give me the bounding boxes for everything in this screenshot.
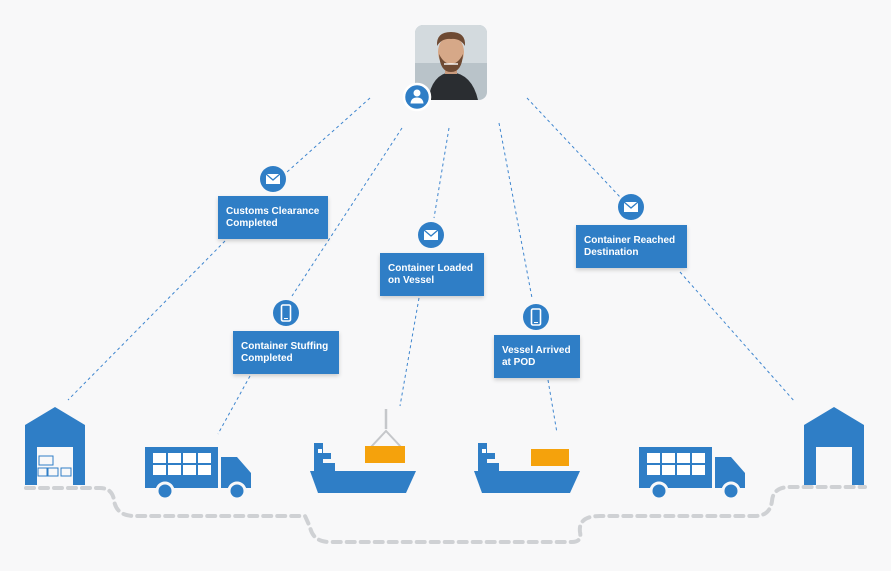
- notification-line: Completed: [226, 218, 278, 229]
- origin-warehouse-icon: [25, 407, 85, 485]
- notification-line: on Vessel: [388, 275, 435, 286]
- avatar: [415, 25, 487, 100]
- shipment-route: [24, 485, 867, 544]
- mail-icon: [417, 221, 445, 249]
- notification-line: Completed: [241, 353, 293, 364]
- profile-card: [402, 25, 487, 112]
- notification-line: Container Loaded: [388, 263, 474, 274]
- mail-icon: [617, 193, 645, 221]
- connector-lines: [67, 97, 796, 435]
- notification-line: Container Stuffing: [241, 341, 329, 352]
- notification-line: Destination: [584, 247, 639, 258]
- connector-loaded-down: [399, 297, 420, 407]
- notification-line: Vessel Arrived: [502, 345, 571, 356]
- mail-icon: [259, 165, 287, 193]
- connector-arrived-up: [498, 122, 533, 299]
- phone-icon: [272, 299, 300, 327]
- notification-customs-clearance: Customs Clearance Completed: [218, 196, 328, 239]
- destination-truck-icon: [637, 445, 747, 501]
- origin-truck-icon: [143, 445, 253, 501]
- connector-destination-down: [679, 271, 796, 403]
- notification-vessel-arrived: Vessel Arrived at POD: [494, 335, 580, 378]
- notification-line: Customs Clearance: [226, 206, 320, 217]
- notification-line: Container Reached: [584, 235, 676, 246]
- loading-ship-icon: [310, 409, 416, 493]
- connector-arrived-down: [547, 379, 558, 434]
- connector-loaded-up: [433, 127, 450, 219]
- connector-customs-down: [67, 240, 226, 401]
- phone-icon: [522, 303, 550, 331]
- notification-container-loaded: Container Loaded on Vessel: [380, 253, 484, 296]
- user-icon: [402, 82, 432, 112]
- destination-warehouse-icon: [804, 407, 864, 485]
- connector-stuffing-down: [217, 375, 251, 435]
- connector-customs-up: [286, 97, 371, 173]
- connector-destination-up: [526, 97, 621, 198]
- arrival-ship-icon: [474, 443, 580, 493]
- notification-line: at POD: [502, 357, 536, 368]
- notification-container-stuffing: Container Stuffing Completed: [233, 331, 339, 374]
- notification-container-destination: Container Reached Destination: [576, 225, 687, 268]
